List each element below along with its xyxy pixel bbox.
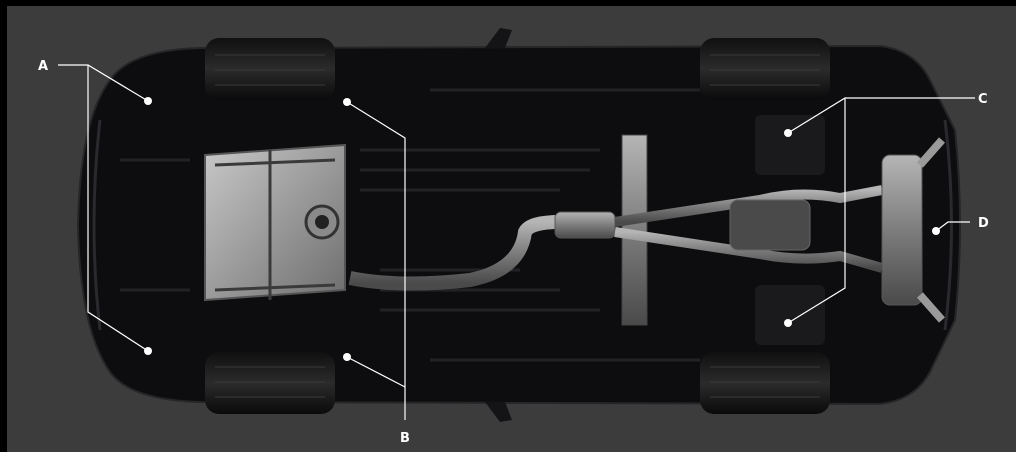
callout-dot-c-right (784, 319, 792, 327)
tire-rear-right (700, 352, 830, 414)
exhaust-pipe-front (348, 215, 561, 291)
callout-label-d: D (978, 216, 989, 231)
callout-dot-a-front-left (144, 97, 152, 105)
tire-front-right (205, 352, 335, 414)
callout-dot-b-left (343, 98, 351, 106)
underbody-panel-ribs (120, 88, 700, 362)
tire-front-left (205, 38, 335, 100)
exhaust-system (348, 137, 946, 323)
exhaust-pipe-lower (614, 227, 884, 273)
differential (729, 199, 811, 251)
tire-rear-left (700, 38, 830, 100)
car-body-outline (76, 44, 961, 406)
callout-dot-b-right (343, 353, 351, 361)
callout-leader-a (58, 64, 149, 352)
callout-label-a: A (38, 59, 48, 74)
callout-dots (144, 97, 940, 361)
callouts (58, 64, 975, 420)
callout-leader-d (935, 221, 970, 232)
callout-leader-b (346, 101, 406, 420)
exhaust-pipe-upper (614, 185, 883, 227)
catalytic-converter (554, 211, 616, 239)
engine-skid-plate (204, 143, 346, 302)
right-mirror (485, 402, 512, 422)
rear-right-floor-pad (755, 285, 825, 345)
callout-label-b: B (400, 431, 410, 446)
callout-leader-c (787, 97, 975, 324)
tires (205, 38, 830, 414)
callout-dot-a-front-right (144, 347, 152, 355)
callout-label-c: C (978, 92, 988, 107)
car-body (76, 28, 961, 422)
muffler (881, 154, 923, 306)
callout-dot-d (932, 227, 940, 235)
callout-dot-c-left (784, 129, 792, 137)
rear-bumper (943, 119, 953, 331)
tailpipe-lower (916, 292, 946, 323)
front-bumper (92, 119, 102, 331)
rear-left-floor-pad (755, 115, 825, 175)
left-mirror (485, 28, 512, 48)
tailpipe-upper (916, 137, 946, 168)
